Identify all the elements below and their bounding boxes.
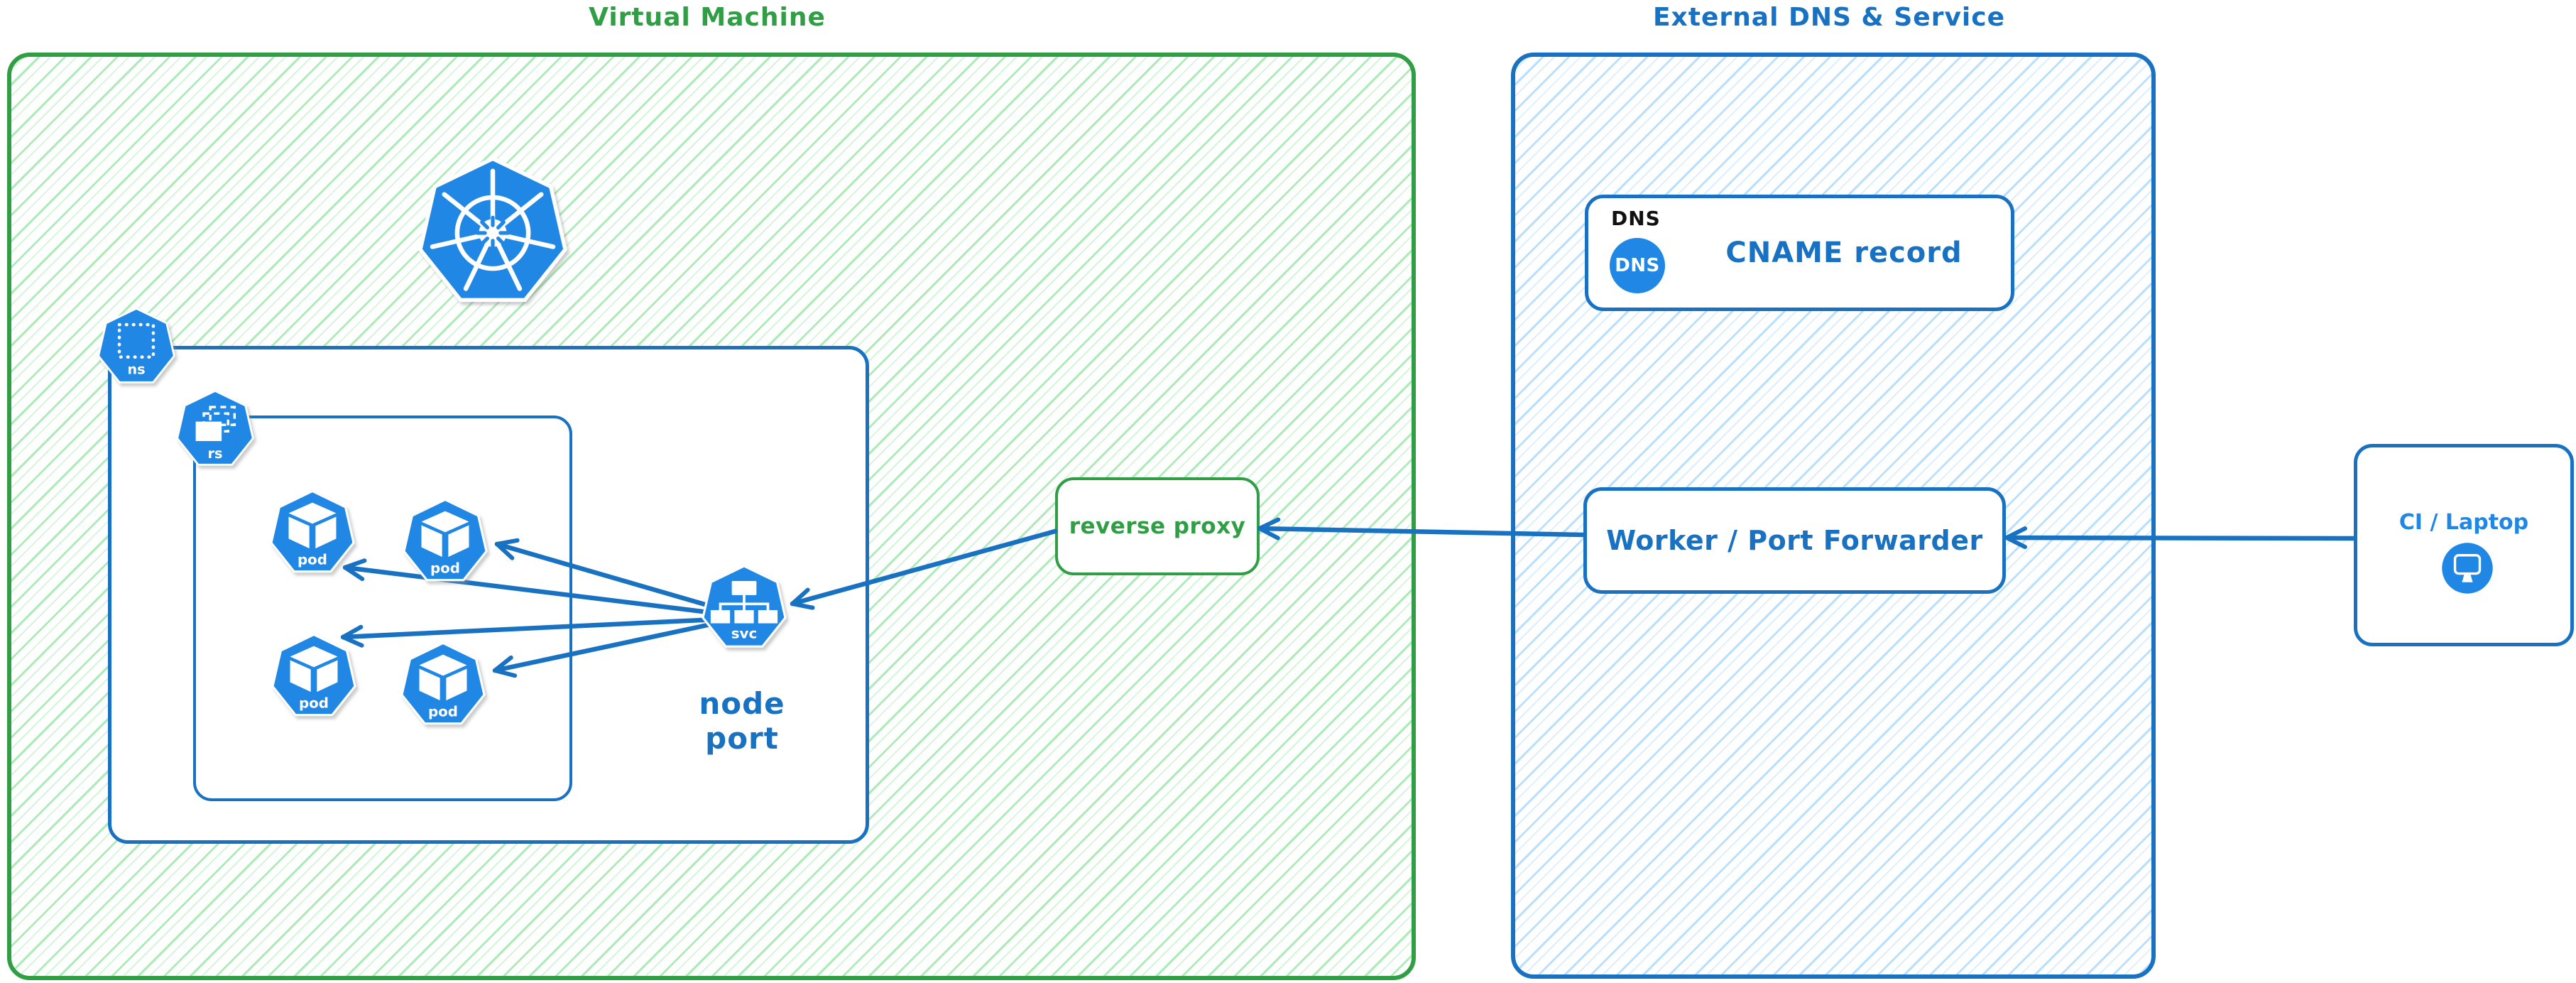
pod-icon: pod (403, 498, 488, 582)
pod-icon: pod (270, 489, 355, 573)
pod-label: pod (428, 703, 458, 719)
replicaset-box (193, 416, 572, 801)
namespace-badge-label: ns (127, 362, 145, 378)
namespace-icon: ns (97, 307, 175, 384)
dns-icon: DNS (1610, 238, 1665, 293)
service-badge-label: svc (731, 626, 757, 642)
service-icon: svc (702, 565, 787, 648)
pod-icon: pod (271, 633, 356, 717)
replicaset-icon: rs (176, 389, 254, 466)
replicaset-badge-label: rs (207, 445, 222, 462)
pod-label: pod (298, 551, 327, 567)
dns-heading: DNS (1611, 207, 1661, 230)
ci-laptop-label: CI / Laptop (2398, 510, 2529, 535)
external-dns-service-title: External DNS & Service (1652, 3, 2006, 32)
reverse-proxy-label: reverse proxy (1069, 514, 1246, 539)
worker-port-forwarder-label: Worker / Port Forwarder (1606, 525, 1983, 556)
dns-badge-label: DNS (1615, 255, 1660, 276)
cname-record-label: CNAME record (1725, 237, 1963, 269)
pod-label: pod (430, 560, 460, 576)
reverse-proxy-box: reverse proxy (1055, 477, 1260, 575)
node-port-label: node port (699, 686, 785, 756)
pod-label: pod (299, 695, 329, 711)
kubernetes-logo-icon (418, 156, 567, 303)
monitor-icon (2442, 543, 2493, 594)
dns-card: DNS DNS CNAME record (1585, 195, 2014, 311)
ci-laptop-box: CI / Laptop (2354, 444, 2574, 646)
worker-port-forwarder-box: Worker / Port Forwarder (1583, 487, 2006, 594)
pod-icon: pod (400, 641, 486, 725)
virtual-machine-title: Virtual Machine (589, 3, 826, 32)
